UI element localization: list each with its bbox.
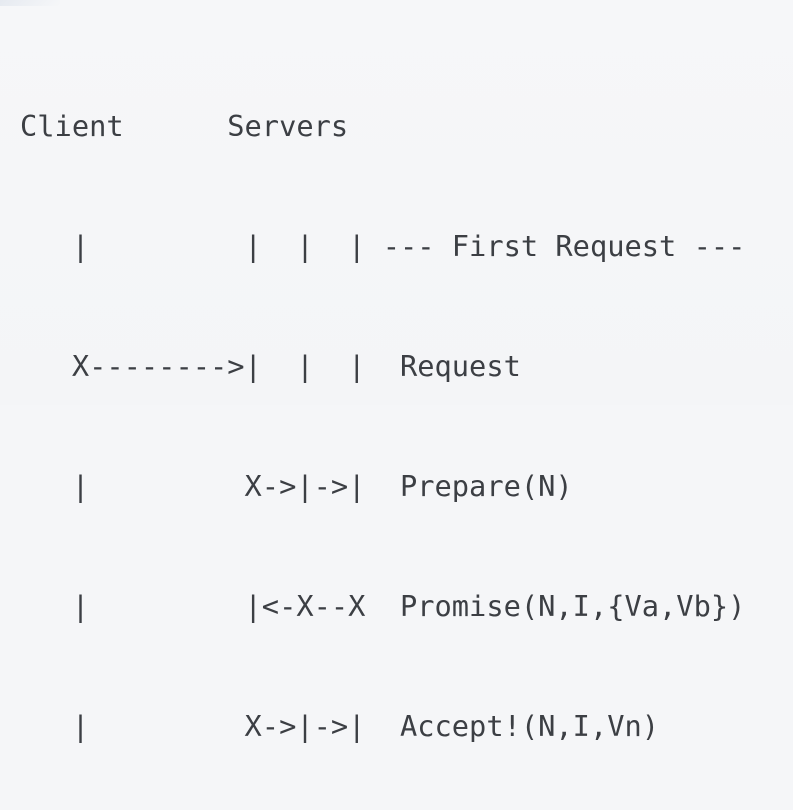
corner-shading: [0, 0, 60, 6]
row-message-request: X-------->| | | Request: [20, 349, 521, 383]
row-message-prepare: | X->|->| Prepare(N): [20, 469, 573, 503]
paxos-sequence-diagram: Client Servers | | | | --- First Request…: [20, 26, 745, 810]
paxos-diagram-screen: Client Servers | | | | --- First Request…: [0, 0, 793, 743]
row-message-promise: | |<-X--X Promise(N,I,{Va,Vb}): [20, 589, 746, 623]
row-actor-headers: Client Servers: [20, 109, 349, 143]
row-message-accept: | X->|->| Accept!(N,I,Vn): [20, 709, 660, 743]
row-phase-first-request: | | | | --- First Request ---: [20, 229, 746, 263]
